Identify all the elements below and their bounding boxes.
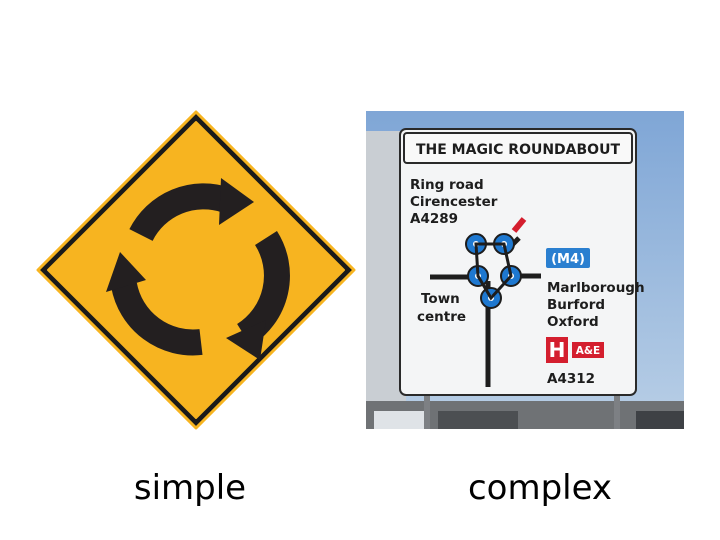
sign-title: THE MAGIC ROUNDABOUT bbox=[416, 142, 620, 158]
dest-top-2: Cirencester bbox=[410, 194, 498, 210]
hospital-letter: H bbox=[549, 338, 566, 362]
roundabout-warning-sign bbox=[36, 110, 356, 430]
motorway-label: (M4) bbox=[551, 252, 585, 267]
roundabout-arrows-icon bbox=[36, 110, 356, 430]
dest-top-3: A4289 bbox=[410, 211, 458, 227]
road-bottom: A4312 bbox=[547, 371, 595, 387]
dest-right-2: Burford bbox=[547, 297, 605, 313]
dest-right-3: Oxford bbox=[547, 314, 599, 330]
magic-roundabout-sign-photo: THE MAGIC ROUNDABOUT bbox=[366, 111, 684, 429]
dest-left-2: centre bbox=[417, 309, 466, 325]
caption-complex: complex bbox=[467, 468, 613, 508]
dest-left-1: Town bbox=[421, 291, 460, 307]
hospital-label: A&E bbox=[576, 345, 600, 357]
dest-right-1: Marlborough bbox=[547, 280, 645, 296]
caption-simple: simple bbox=[133, 468, 247, 508]
dest-top-1: Ring road bbox=[410, 177, 484, 193]
